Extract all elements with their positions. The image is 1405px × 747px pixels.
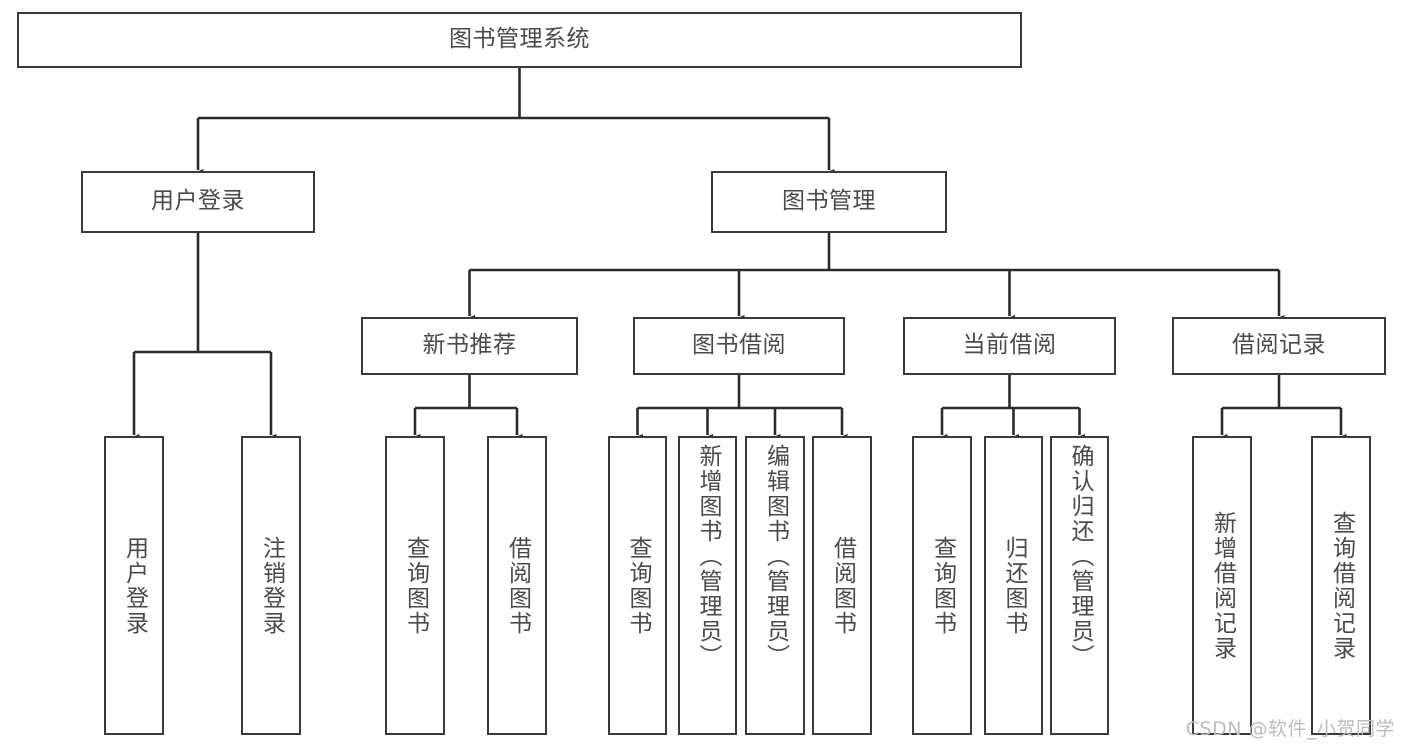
leaf-borrow-borrow-book-label: 借阅图书 (829, 535, 856, 636)
leaf-new-query-book[interactable]: 查询图书 (385, 436, 445, 735)
node-current-borrow[interactable]: 当前借阅 (903, 317, 1116, 375)
node-user-login-module[interactable]: 用户登录 (81, 171, 315, 233)
leaf-user-logout-label: 注销登录 (258, 535, 285, 636)
leaf-borrow-query-book[interactable]: 查询图书 (608, 436, 667, 735)
leaf-new-borrow-book[interactable]: 借阅图书 (487, 436, 547, 735)
leaf-borrow-add-book-admin[interactable]: 新增图书（管理员） (678, 436, 737, 735)
leaf-current-confirm-return-admin-label: 确认归还（管理员） (1067, 444, 1093, 669)
node-root[interactable]: 图书管理系统 (17, 12, 1022, 68)
leaf-record-add[interactable]: 新增借阅记录 (1192, 436, 1252, 735)
node-borrow-record[interactable]: 借阅记录 (1172, 317, 1386, 375)
leaf-borrow-edit-book-admin-label: 编辑图书（管理员） (762, 444, 789, 669)
leaf-current-query-book[interactable]: 查询图书 (912, 436, 972, 735)
node-book-borrow[interactable]: 图书借阅 (633, 317, 845, 375)
leaf-new-borrow-book-label: 借阅图书 (504, 535, 531, 636)
connector-lines (128, 68, 1347, 443)
leaf-record-query-label: 查询借阅记录 (1328, 510, 1355, 661)
node-user-login-module-label: 用户登录 (151, 188, 245, 215)
node-borrow-record-label: 借阅记录 (1232, 332, 1326, 359)
leaf-new-query-book-label: 查询图书 (402, 535, 429, 636)
leaf-current-return-book[interactable]: 归还图书 (984, 436, 1043, 735)
leaf-user-logout[interactable]: 注销登录 (241, 436, 301, 735)
node-new-book-recommend-label: 新书推荐 (422, 332, 517, 359)
leaf-record-query[interactable]: 查询借阅记录 (1311, 436, 1371, 735)
node-book-management-module-label: 图书管理 (782, 188, 876, 215)
node-book-borrow-label: 图书借阅 (692, 332, 786, 359)
leaf-borrow-edit-book-admin[interactable]: 编辑图书（管理员） (745, 436, 805, 735)
node-new-book-recommend[interactable]: 新书推荐 (361, 317, 578, 375)
leaf-user-login[interactable]: 用户登录 (104, 436, 164, 735)
leaf-user-login-label: 用户登录 (121, 535, 148, 636)
leaf-borrow-add-book-admin-label: 新增图书（管理员） (695, 444, 721, 669)
leaf-current-confirm-return-admin[interactable]: 确认归还（管理员） (1050, 436, 1109, 735)
leaf-current-return-book-label: 归还图书 (1001, 535, 1027, 636)
node-book-management-module[interactable]: 图书管理 (711, 171, 947, 233)
leaf-current-query-book-label: 查询图书 (929, 535, 956, 636)
leaf-borrow-query-book-label: 查询图书 (625, 535, 651, 636)
leaf-borrow-borrow-book[interactable]: 借阅图书 (812, 436, 872, 735)
node-root-label: 图书管理系统 (449, 26, 590, 53)
node-current-borrow-label: 当前借阅 (962, 332, 1057, 359)
leaf-record-add-label: 新增借阅记录 (1209, 510, 1236, 661)
